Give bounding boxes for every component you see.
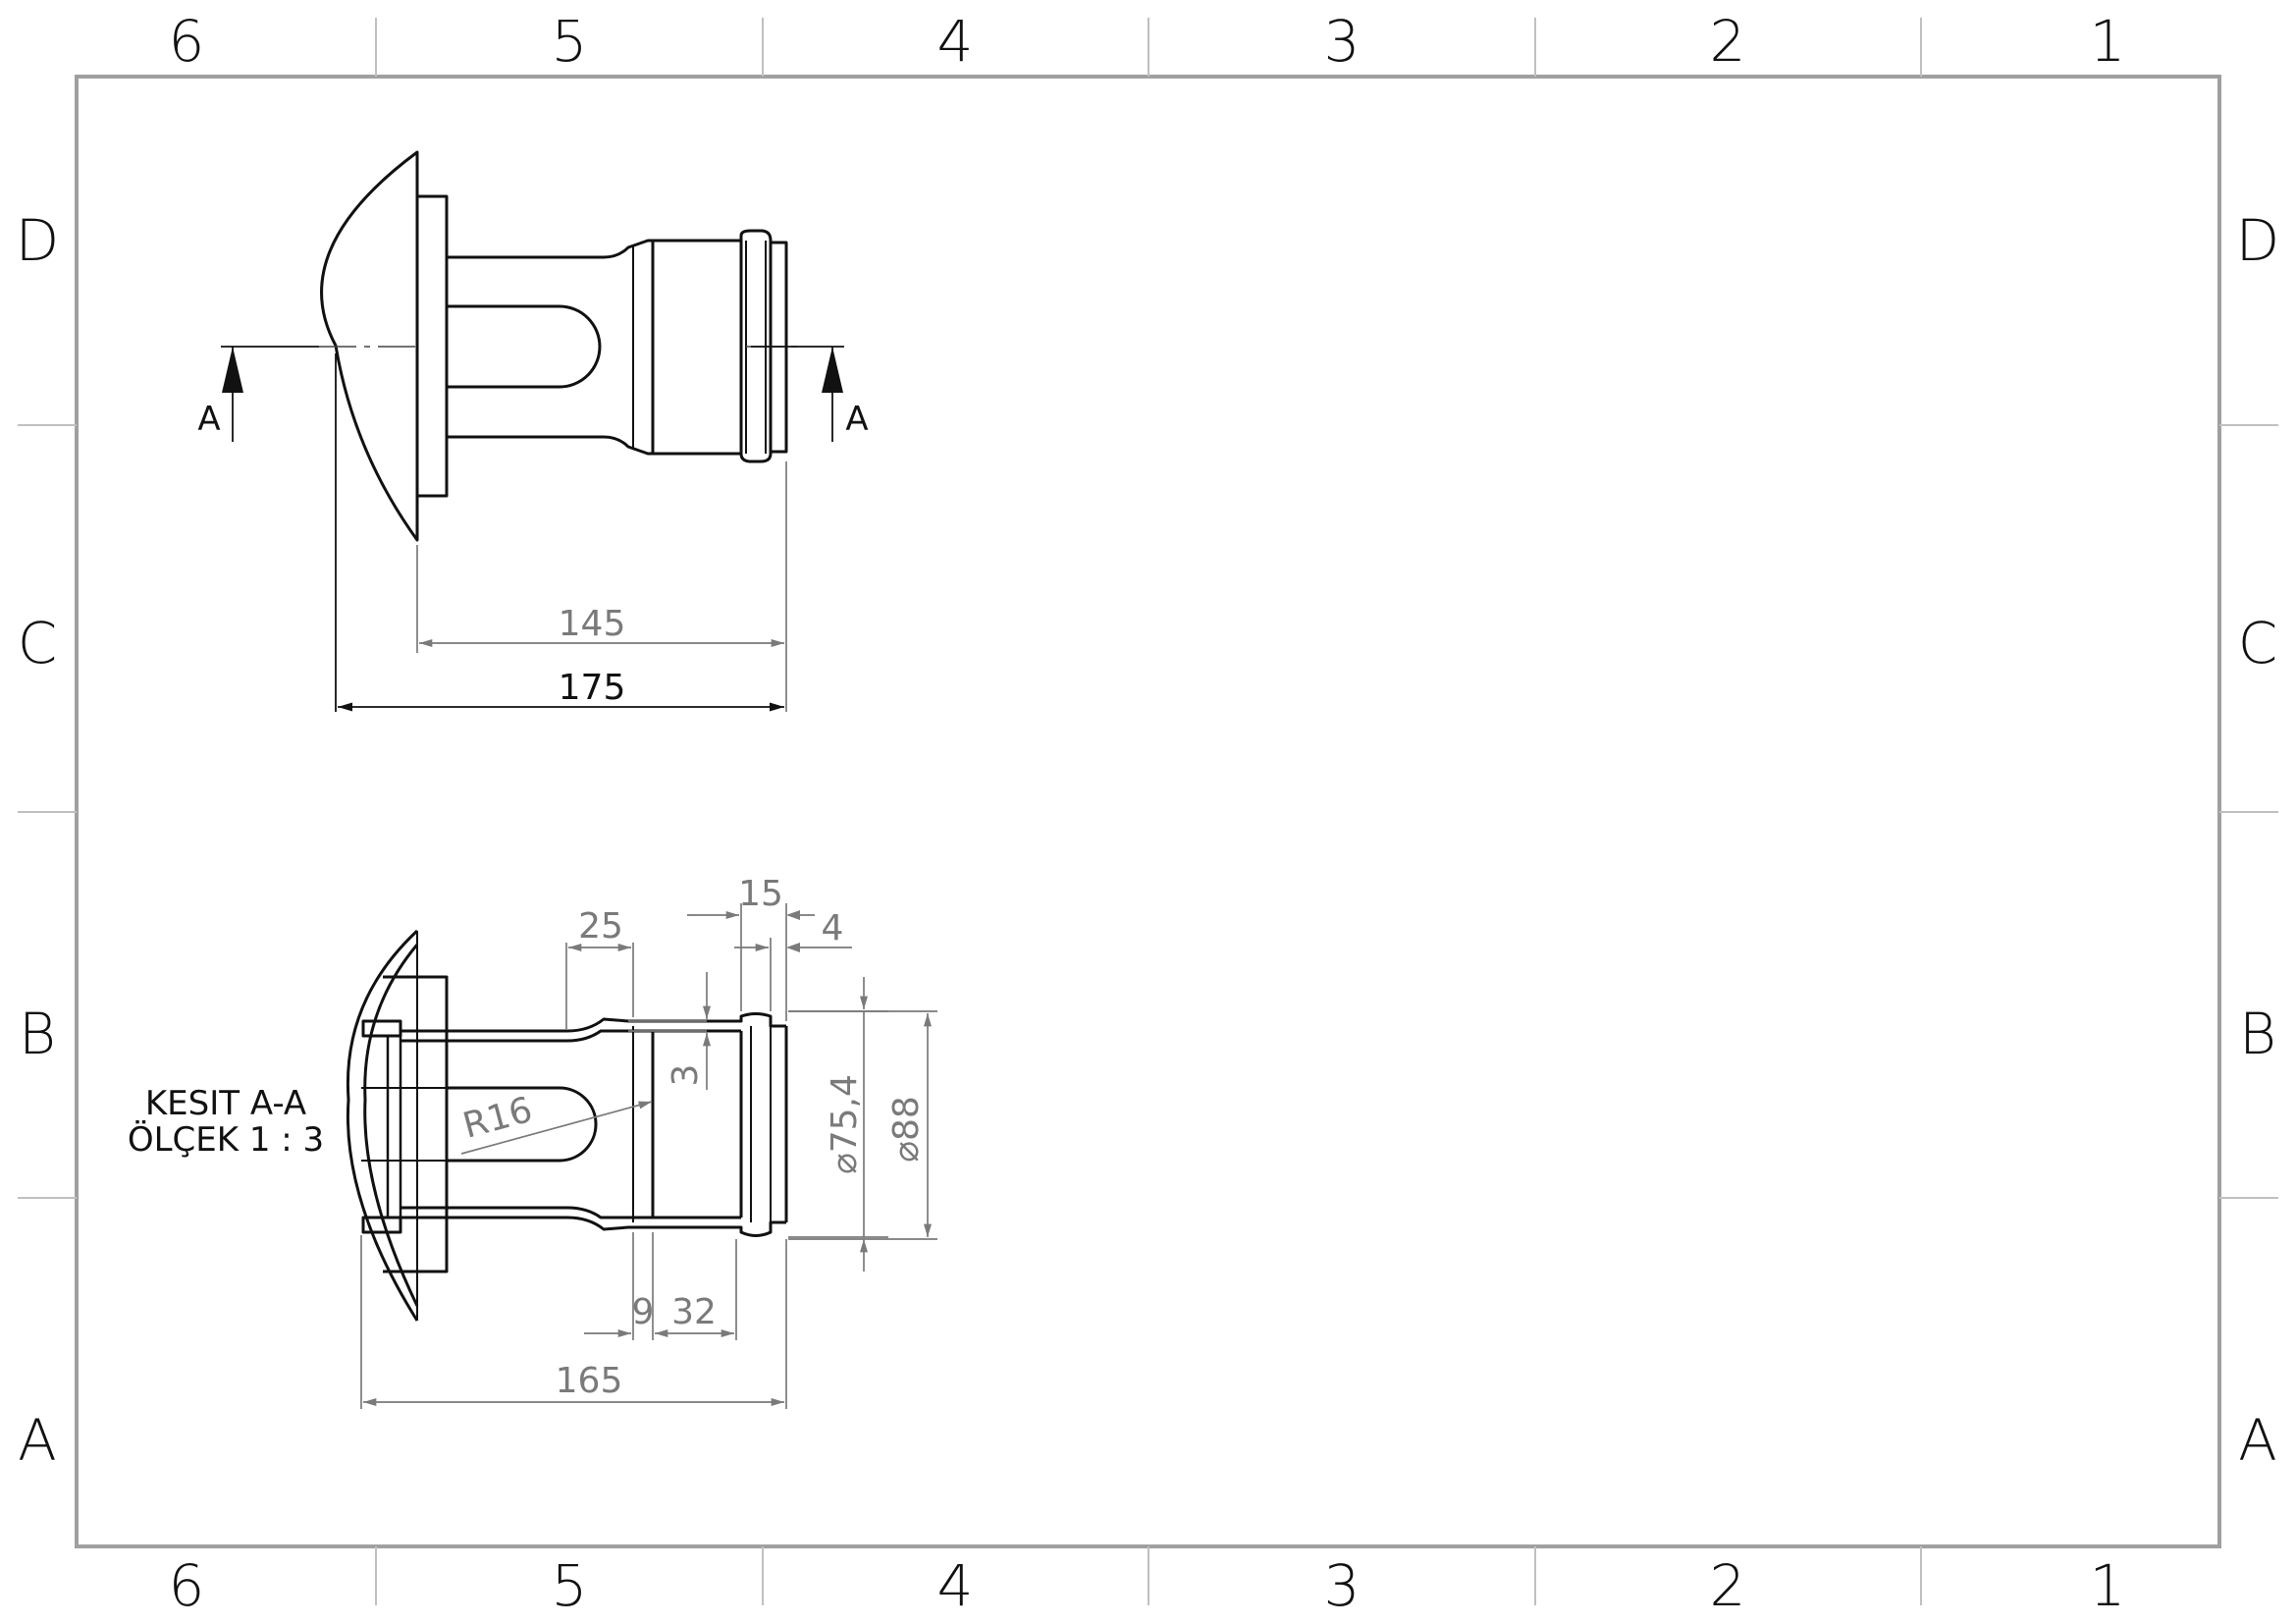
section-tube-top [400, 1012, 786, 1033]
dim-32: 32 [671, 1292, 717, 1332]
section-scale: ÖLÇEK 1 : 3 [128, 1119, 324, 1160]
zone-row-label: B [2239, 1001, 2276, 1067]
dim-diameter-88: ⌀88 [886, 1096, 927, 1162]
zone-columns-bottom: 6 5 4 3 2 1 [169, 1552, 2126, 1619]
section-tube-bottom [400, 1216, 786, 1237]
zone-col-label: 2 [1710, 8, 1746, 75]
section-dome-outer [346, 929, 419, 1322]
sheet-frame [18, 18, 2278, 1605]
section-flange [383, 975, 449, 1273]
dim-r16: R16 [459, 1090, 537, 1147]
zone-row-label: C [2238, 610, 2278, 677]
dim-9: 9 [632, 1292, 655, 1332]
zone-col-label: 5 [552, 1552, 588, 1619]
dim-145: 145 [559, 604, 626, 644]
zone-col-label: 5 [552, 8, 588, 75]
dim-175: 175 [559, 668, 626, 708]
dim-15: 15 [738, 874, 783, 914]
zone-row-label: D [2236, 207, 2280, 274]
zone-col-label: 4 [937, 8, 974, 75]
collar [651, 239, 743, 456]
zone-col-label: 6 [169, 8, 205, 75]
section-title: KESIT A-A [145, 1084, 306, 1123]
zone-row-label: A [2238, 1407, 2277, 1474]
zone-row-label: B [19, 1001, 56, 1067]
zone-row-label: C [18, 610, 58, 677]
zone-col-label: 6 [169, 1552, 205, 1619]
zone-col-label: 1 [2090, 8, 2126, 75]
flange [415, 194, 449, 498]
zone-col-label: 1 [2090, 1552, 2126, 1619]
zone-row-label: A [18, 1407, 57, 1474]
section-view: KESIT A-A ÖLÇEK 1 : 3 25 15 4 3 R16 [128, 874, 937, 1409]
slot [447, 304, 602, 389]
dim-3: 3 [666, 1064, 706, 1087]
dome-cap [320, 150, 419, 542]
zone-rows-right: D C B A [2236, 207, 2280, 1474]
end-ring [739, 229, 773, 463]
section-dome-inner [363, 944, 419, 1307]
section-mark-left: A [197, 400, 220, 439]
zone-col-label: 4 [937, 1552, 974, 1619]
dim-4: 4 [822, 908, 844, 948]
section-mark-right: A [845, 400, 868, 439]
zone-columns-top: 6 5 4 3 2 1 [169, 8, 2126, 75]
zone-row-label: D [16, 207, 60, 274]
dim-diameter-75-4: ⌀75,4 [825, 1074, 865, 1174]
zone-col-label: 3 [1324, 8, 1361, 75]
zone-rows-left: D C B A [16, 207, 60, 1474]
top-view: A A 145 175 [197, 150, 869, 712]
dim-25: 25 [578, 906, 623, 947]
zone-col-label: 2 [1710, 1552, 1746, 1619]
dim-165: 165 [556, 1361, 623, 1401]
zone-col-label: 3 [1324, 1552, 1361, 1619]
section-slot [447, 1086, 598, 1163]
body-tube [447, 239, 655, 456]
